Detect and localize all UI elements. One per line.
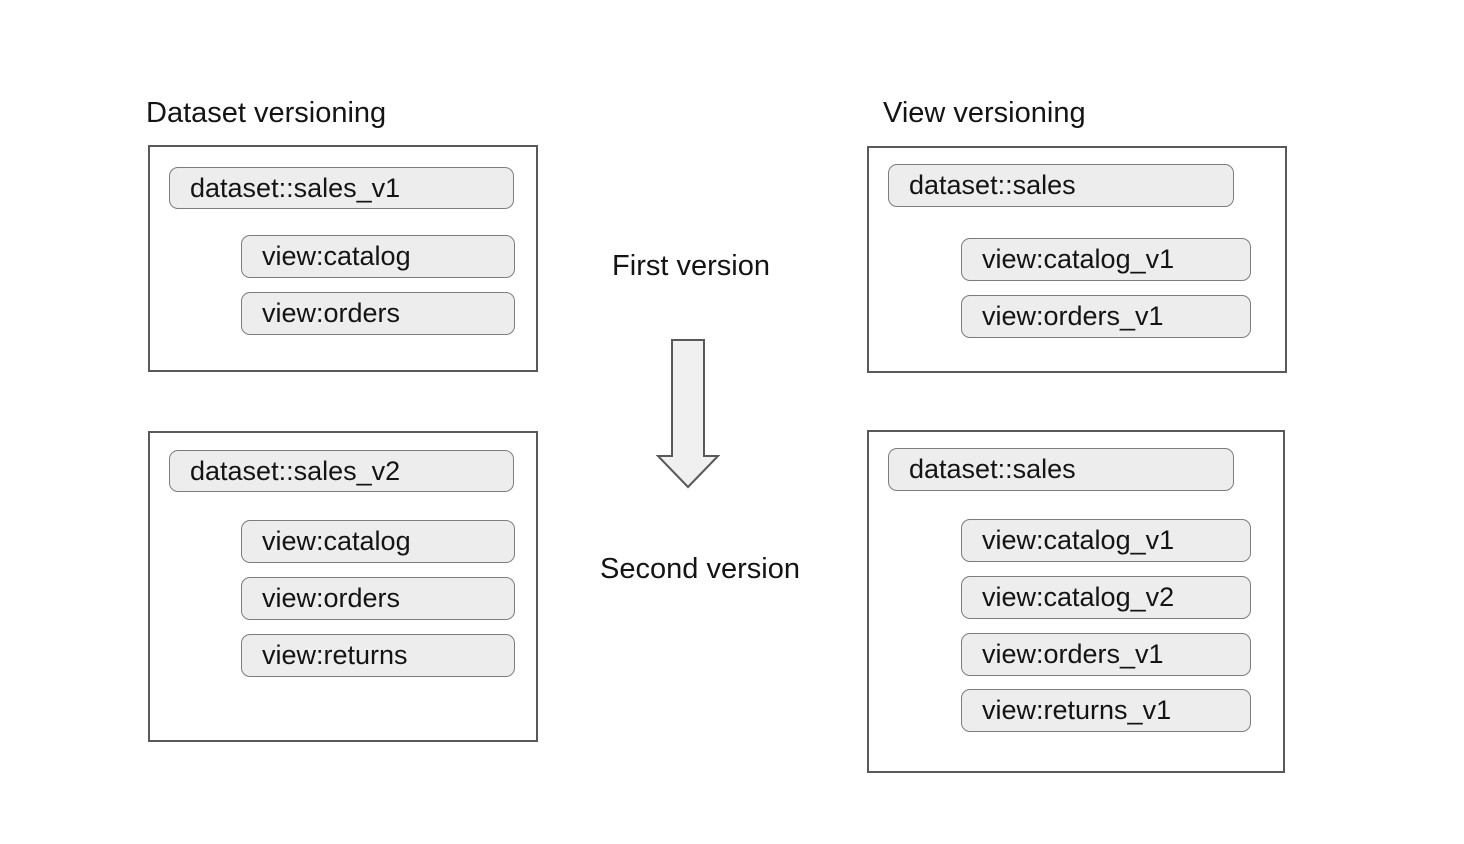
dataset-node: dataset::sales_v1 — [169, 167, 514, 209]
dataset-node: dataset::sales — [888, 448, 1234, 491]
view-node: view:orders — [241, 292, 515, 335]
view-versioning-second-panel: dataset::sales view:catalog_v1 view:cata… — [867, 430, 1285, 773]
view-node: view:returns — [241, 634, 515, 677]
view-versioning-heading: View versioning — [883, 97, 1086, 129]
down-arrow-icon — [655, 339, 721, 489]
first-version-label: First version — [612, 250, 770, 282]
view-node: view:catalog_v2 — [961, 576, 1251, 619]
second-version-label: Second version — [600, 553, 800, 585]
view-node: view:catalog_v1 — [961, 519, 1251, 562]
view-node: view:orders_v1 — [961, 295, 1251, 338]
view-node: view:returns_v1 — [961, 689, 1251, 732]
view-node: view:catalog_v1 — [961, 238, 1251, 281]
view-node: view:orders_v1 — [961, 633, 1251, 676]
dataset-versioning-heading: Dataset versioning — [146, 97, 387, 129]
dataset-node: dataset::sales_v2 — [169, 450, 514, 492]
view-versioning-first-panel: dataset::sales view:catalog_v1 view:orde… — [867, 146, 1287, 373]
dataset-versioning-second-panel: dataset::sales_v2 view:catalog view:orde… — [148, 431, 538, 742]
view-node: view:orders — [241, 577, 515, 620]
view-node: view:catalog — [241, 520, 515, 563]
dataset-node: dataset::sales — [888, 164, 1234, 207]
view-node: view:catalog — [241, 235, 515, 278]
dataset-versioning-first-panel: dataset::sales_v1 view:catalog view:orde… — [148, 145, 538, 372]
